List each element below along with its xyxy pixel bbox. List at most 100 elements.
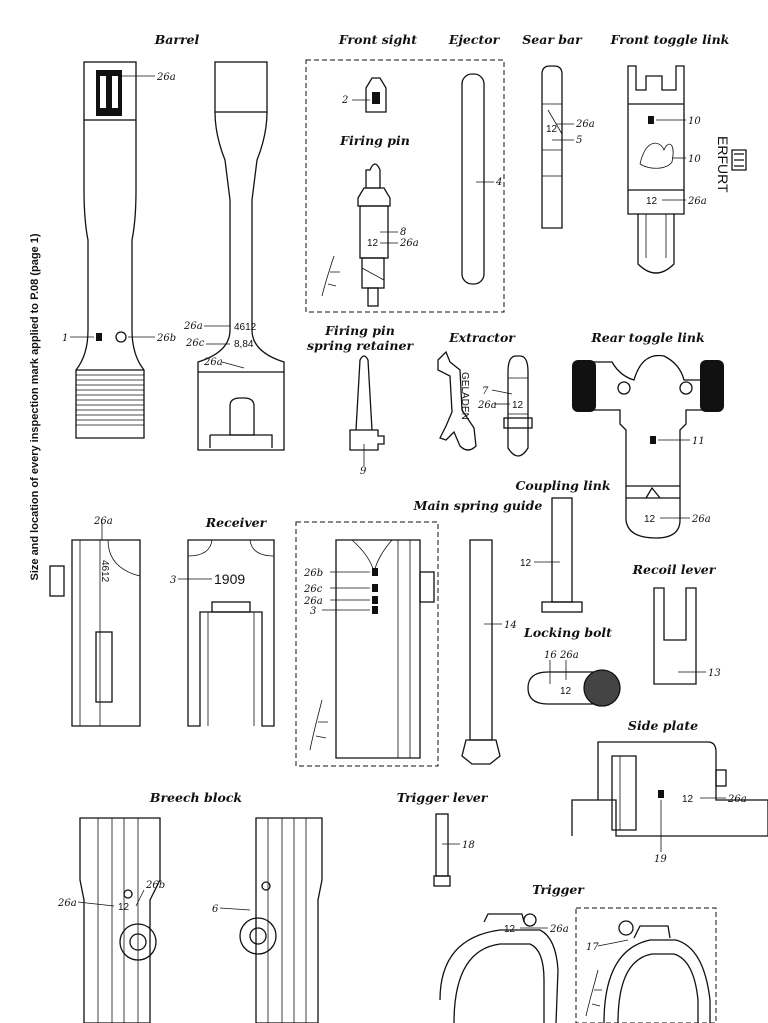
title-receiver: Receiver xyxy=(205,515,268,530)
svg-text:26a: 26a xyxy=(183,321,203,332)
receiver-right: 26b 26c 26a 3 xyxy=(303,539,435,759)
svg-text:26a: 26a xyxy=(203,357,223,368)
svg-text:11: 11 xyxy=(692,436,705,447)
front-sight-firing-pin-box xyxy=(305,59,505,313)
svg-text:12: 12 xyxy=(560,686,572,697)
svg-text:1: 1 xyxy=(62,333,68,344)
svg-text:12: 12 xyxy=(520,558,532,569)
title-trigger: Trigger xyxy=(532,882,585,897)
svg-text:6: 6 xyxy=(212,904,219,915)
svg-text:26a: 26a xyxy=(549,924,569,935)
locking-bolt: 16 26a 12 xyxy=(527,650,621,707)
svg-text:12: 12 xyxy=(118,902,130,913)
knurled-knob-left xyxy=(572,360,596,412)
rear-toggle-link: 11 12 26a xyxy=(572,354,724,539)
svg-text:4612: 4612 xyxy=(234,322,257,333)
barrel-threads xyxy=(76,374,144,426)
svg-text:26a: 26a xyxy=(687,196,707,207)
svg-text:17: 17 xyxy=(586,942,599,953)
svg-text:26c: 26c xyxy=(185,338,205,349)
title-breech-block: Breech block xyxy=(149,790,243,805)
svg-text:ERFURT: ERFURT xyxy=(715,136,731,193)
svg-text:26a: 26a xyxy=(93,516,113,527)
svg-text:7: 7 xyxy=(482,386,489,397)
title-retainer-2: spring retainer xyxy=(307,338,414,353)
title-main-spring-guide: Main spring guide xyxy=(413,498,543,513)
svg-text:10: 10 xyxy=(688,154,701,165)
title-retainer-1: Firing pin xyxy=(324,323,395,338)
main-spring-guide: 14 xyxy=(461,539,517,765)
svg-text:13: 13 xyxy=(708,668,721,679)
svg-text:14: 14 xyxy=(504,620,517,631)
title-trigger-lever: Trigger lever xyxy=(397,790,489,805)
svg-text:5: 5 xyxy=(576,135,582,146)
title-front-toggle-link: Front toggle link xyxy=(610,32,730,47)
barrel-left-view: 26a 1 26b xyxy=(62,61,176,439)
svg-text:10: 10 xyxy=(688,116,701,127)
svg-text:3: 3 xyxy=(310,606,316,617)
sear-bar: 12 26a 5 xyxy=(541,65,595,229)
title-rear-toggle-link: Rear toggle link xyxy=(590,330,705,345)
svg-text:4: 4 xyxy=(495,177,502,188)
extractor-side: GELADEN xyxy=(437,350,477,451)
title-barrel: Barrel xyxy=(154,32,200,47)
title-locking-bolt: Locking bolt xyxy=(523,625,612,640)
receiver-left: 4612 26a xyxy=(49,516,141,727)
svg-text:2: 2 xyxy=(341,95,348,106)
svg-text:12: 12 xyxy=(367,238,379,249)
svg-text:1909: 1909 xyxy=(214,571,245,587)
front-toggle-link: 10 10 12 26a ERFURT xyxy=(627,65,747,274)
breech-block-right: 6 xyxy=(212,817,323,1023)
firing-pin-spring-retainer: 9 xyxy=(349,355,385,477)
trigger-left: 12 26a xyxy=(439,913,569,1023)
title-side-plate: Side plate xyxy=(628,718,698,733)
svg-text:12: 12 xyxy=(682,794,694,805)
svg-text:26c: 26c xyxy=(303,584,323,595)
svg-text:16: 16 xyxy=(544,650,557,661)
barrel-right-view: 4612 8,84 26a 26c 26a xyxy=(183,61,285,451)
svg-text:26a: 26a xyxy=(559,650,579,661)
svg-text:26a: 26a xyxy=(575,119,595,130)
svg-text:19: 19 xyxy=(654,854,667,865)
svg-text:12: 12 xyxy=(646,196,658,207)
svg-text:26b: 26b xyxy=(303,568,323,579)
side-plate: 12 26a 19 xyxy=(571,741,768,865)
svg-text:GELADEN: GELADEN xyxy=(459,372,470,420)
svg-text:3: 3 xyxy=(170,575,176,586)
side-caption: Size and location of every inspection ma… xyxy=(29,233,41,580)
recoil-lever: 13 xyxy=(653,587,721,685)
title-ejector: Ejector xyxy=(448,32,501,47)
knurled-head xyxy=(583,669,621,707)
svg-text:12: 12 xyxy=(546,124,558,135)
title-extractor: Extractor xyxy=(448,330,516,345)
svg-text:12: 12 xyxy=(644,514,656,525)
svg-text:26a: 26a xyxy=(303,596,323,607)
svg-text:26a: 26a xyxy=(691,514,711,525)
title-sear-bar: Sear bar xyxy=(522,32,583,47)
svg-text:26a: 26a xyxy=(477,400,497,411)
svg-text:9: 9 xyxy=(360,466,367,477)
svg-text:26a: 26a xyxy=(156,72,176,83)
svg-text:12: 12 xyxy=(512,400,524,411)
svg-text:26a: 26a xyxy=(399,238,419,249)
svg-text:26a: 26a xyxy=(727,794,747,805)
firing-pin: 8 12 26a xyxy=(321,163,419,307)
breech-block-left: 12 26a 26b xyxy=(57,817,165,1023)
crown-icon xyxy=(731,149,747,171)
title-front-sight: Front sight xyxy=(338,32,417,47)
coupling-link: 12 xyxy=(520,497,583,613)
trigger-lever: 18 xyxy=(433,813,475,887)
ejector: 4 xyxy=(461,73,502,285)
receiver-right-box xyxy=(295,521,439,767)
title-recoil-lever: Recoil lever xyxy=(632,562,717,577)
svg-text:8: 8 xyxy=(400,227,406,238)
svg-text:8,84: 8,84 xyxy=(234,339,254,350)
title-coupling-link: Coupling link xyxy=(515,478,610,493)
svg-text:26b: 26b xyxy=(145,880,165,891)
svg-text:4612: 4612 xyxy=(99,560,110,583)
receiver-center: 1909 3 xyxy=(170,539,275,727)
svg-text:18: 18 xyxy=(462,840,475,851)
trigger-right: 17 xyxy=(585,920,711,1023)
trigger-right-box xyxy=(575,907,717,1023)
